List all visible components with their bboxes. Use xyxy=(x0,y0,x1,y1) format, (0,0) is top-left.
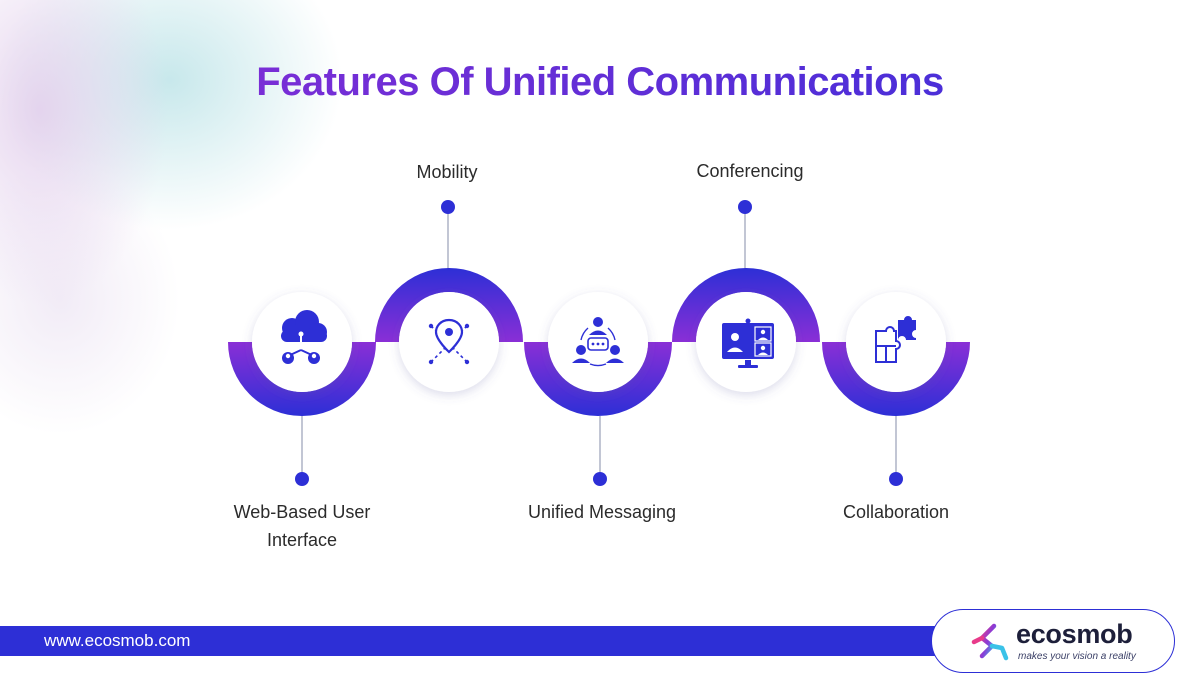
group-chat-icon xyxy=(572,317,624,367)
connector-collaboration xyxy=(889,416,903,486)
label-conferencing: Conferencing xyxy=(696,161,804,181)
label-web-based-user-interface: Web-Based User Interface xyxy=(192,498,412,554)
connector-unified-messaging xyxy=(593,416,607,486)
page-title: Features Of Unified Communications xyxy=(0,60,1200,105)
connector-conferencing xyxy=(738,200,752,270)
connector-mobility xyxy=(441,200,455,270)
footer-bar: www.ecosmob.com xyxy=(0,626,965,656)
location-pin-network-icon xyxy=(428,318,470,365)
website-link[interactable]: www.ecosmob.com xyxy=(44,631,191,650)
arc-collaboration xyxy=(822,342,970,416)
arc-conferencing xyxy=(672,268,820,342)
label-line-1: Web-Based User xyxy=(233,502,371,522)
logo-tagline: makes your vision a reality xyxy=(1018,651,1136,662)
arc-unified-messaging xyxy=(524,342,672,416)
arc-mobility xyxy=(375,268,523,342)
label-collaboration: Collaboration xyxy=(842,502,950,522)
ecosmob-logo-icon xyxy=(971,623,1009,661)
label-line-2: Interface xyxy=(266,530,338,550)
label-mobility: Mobility xyxy=(416,162,478,182)
connector-web-interface xyxy=(295,416,309,486)
video-conference-monitor-icon xyxy=(722,318,774,368)
cloud-network-users-icon xyxy=(281,310,327,364)
arc-web-interface xyxy=(228,342,376,416)
ecosmob-logo[interactable]: ecosmob makes your vision a reality xyxy=(931,609,1175,673)
puzzle-pieces-icon xyxy=(875,316,916,363)
label-unified-messaging: Unified Messaging xyxy=(527,502,677,522)
logo-name: ecosmob xyxy=(1016,619,1133,649)
